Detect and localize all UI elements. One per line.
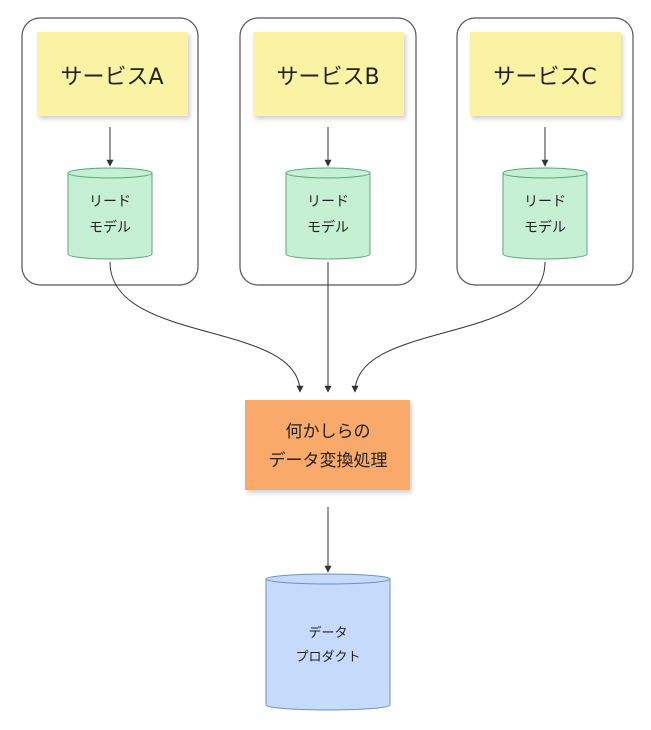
service-name: サービスA — [60, 65, 163, 90]
read-model-label-line-2: モデル — [307, 219, 349, 236]
connector-arrow-a-to-transform — [109, 261, 304, 393]
service-name: サービスB — [276, 65, 379, 90]
service-b-group: サービスB リード モデル — [239, 17, 417, 286]
connector-arrow-c-to-transform — [351, 261, 546, 393]
transform-label-line-1: 何かしらの — [286, 422, 371, 442]
transform-label-line-2: データ変換処理 — [269, 450, 388, 471]
service-c-group: サービスC リード モデル — [456, 17, 634, 286]
read-model-cylinder[interactable]: リード モデル — [67, 167, 153, 260]
read-model-label-line-1: リード — [524, 194, 566, 210]
data-product-label-line-1: データ — [308, 625, 347, 641]
service-a-group: サービスA リード モデル — [21, 17, 199, 286]
data-product-label-line-2: プロダクト — [295, 650, 360, 665]
service-label-note[interactable] — [470, 32, 621, 116]
service-label-note[interactable] — [37, 32, 188, 116]
read-model-label-line-1: リード — [307, 194, 349, 210]
transform-process-box[interactable] — [245, 400, 410, 490]
read-model-cylinder[interactable]: リード モデル — [285, 167, 371, 260]
read-model-cylinder[interactable]: リード モデル — [502, 167, 588, 260]
transform-process[interactable]: 何かしらの データ変換処理 — [245, 400, 410, 490]
read-model-label-line-2: モデル — [524, 219, 566, 236]
data-product-cylinder[interactable]: データ プロダクト — [265, 573, 391, 711]
read-model-label-line-1: リード — [89, 194, 131, 210]
service-name: サービスC — [493, 65, 596, 90]
service-label-note[interactable] — [253, 32, 404, 116]
read-model-label-line-2: モデル — [89, 219, 131, 236]
